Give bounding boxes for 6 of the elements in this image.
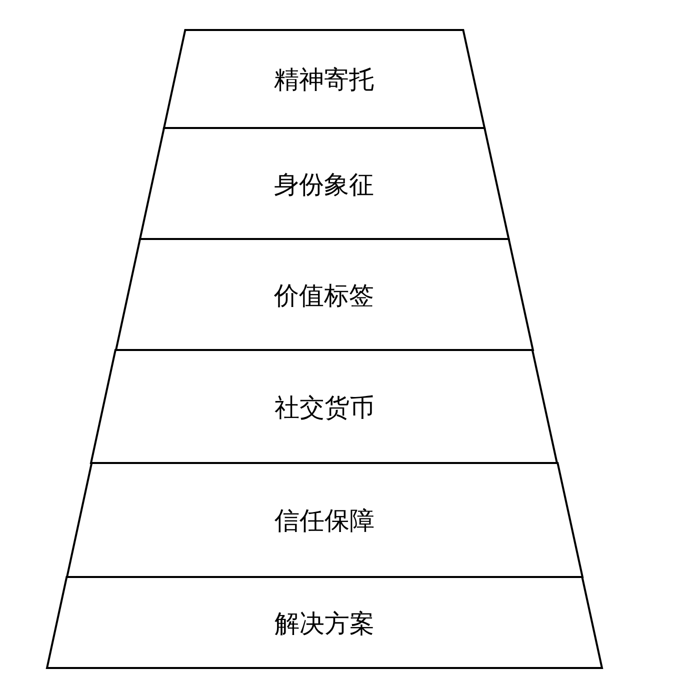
level-label: 解决方案 xyxy=(274,608,374,640)
level-label: 精神寄托 xyxy=(274,64,374,96)
level-label: 身份象征 xyxy=(274,168,374,200)
level-label: 价值标签 xyxy=(274,280,374,312)
level-label: 信任保障 xyxy=(274,505,374,537)
level-label: 社交货币 xyxy=(274,392,374,424)
